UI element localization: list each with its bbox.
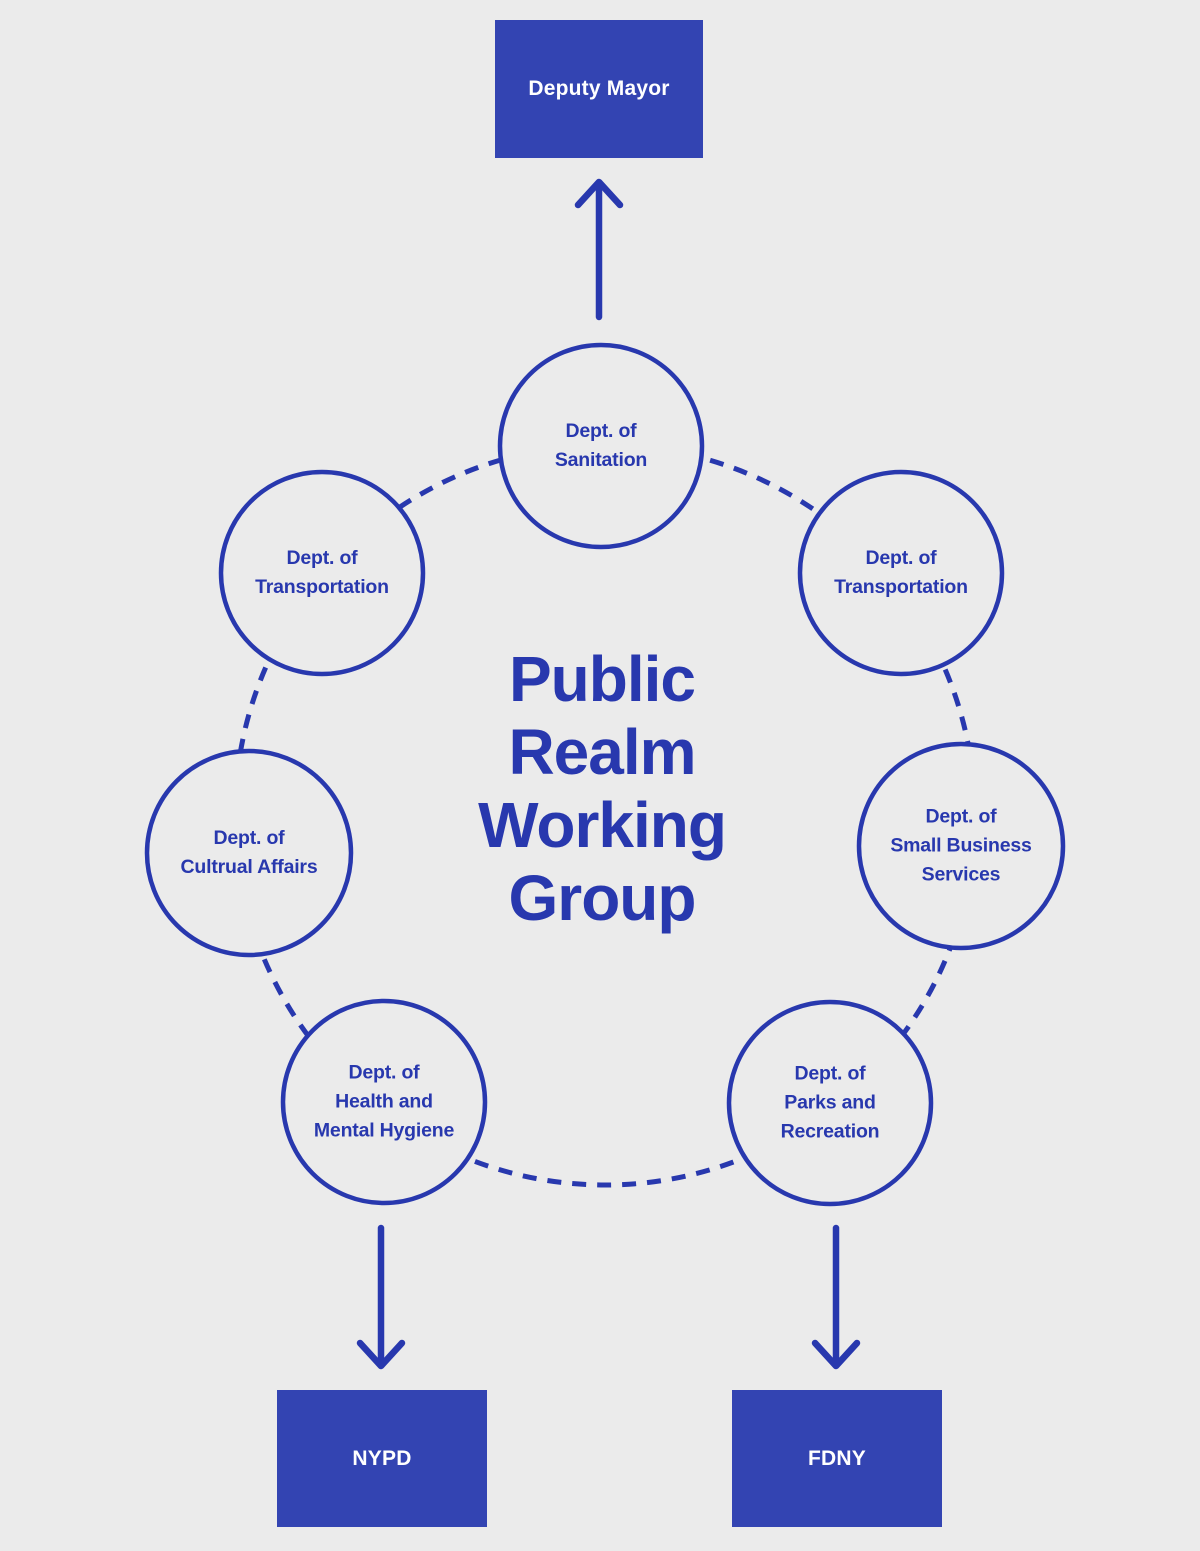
arrow-to-deputy-mayor	[574, 178, 624, 321]
diagram-title: Public Realm Working Group	[478, 643, 727, 934]
node-label-cultural-affairs: Dept. of Cultrual Affairs	[180, 827, 318, 878]
node-circle-small-business	[856, 741, 1066, 951]
node-circle-health	[280, 998, 488, 1206]
arrow-to-nypd	[356, 1224, 406, 1370]
box-fdny: FDNY	[732, 1390, 942, 1527]
node-label-parks: Dept. of Parks and Recreation	[780, 1062, 880, 1143]
box-fdny-label: FDNY	[808, 1446, 866, 1470]
box-nypd-label: NYPD	[352, 1446, 412, 1470]
node-circle-transportation-right	[797, 469, 1005, 677]
box-nypd: NYPD	[277, 1390, 487, 1527]
node-label-sanitation: Dept. of Sanitation	[554, 420, 648, 471]
node-label-transportation-right: Dept. of Transportation	[834, 547, 968, 598]
box-deputy-mayor: Deputy Mayor	[495, 20, 703, 158]
node-circle-cultural-affairs	[144, 748, 354, 958]
node-circle-parks	[726, 999, 934, 1207]
node-label-transportation-left: Dept. of Transportation	[255, 547, 389, 598]
node-circle-transportation-left	[218, 469, 426, 677]
arrow-to-fdny	[811, 1224, 861, 1370]
node-circle-sanitation	[497, 342, 705, 550]
node-label-small-business: Dept. of Small Business Services	[890, 805, 1032, 886]
node-label-health: Dept. of Health and Mental Hygiene	[313, 1061, 455, 1142]
box-deputy-mayor-label: Deputy Mayor	[528, 77, 670, 100]
